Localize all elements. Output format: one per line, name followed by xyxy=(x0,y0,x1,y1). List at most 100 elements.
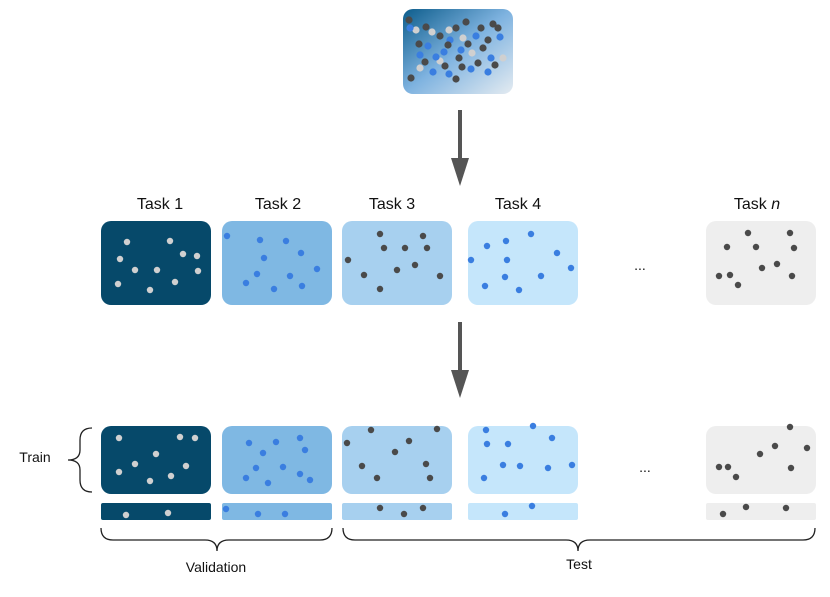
task-3-train-box xyxy=(342,426,452,494)
scatter-dot xyxy=(401,244,409,252)
source-dataset-dots xyxy=(405,16,507,83)
scatter-dot xyxy=(296,434,304,442)
scatter-dot xyxy=(462,18,470,26)
scatter-dot xyxy=(191,434,199,442)
scatter-dot xyxy=(171,278,179,286)
arrow-dataset-to-tasks xyxy=(451,110,469,186)
scatter-dot xyxy=(426,474,434,482)
task-4-holdout-strip xyxy=(468,503,578,520)
scatter-dot xyxy=(496,33,504,41)
scatter-dot xyxy=(116,255,124,263)
validation-brace xyxy=(100,527,333,552)
scatter-dot xyxy=(179,250,187,258)
scatter-dot xyxy=(411,261,419,269)
scatter-dot xyxy=(482,426,490,434)
scatter-dot xyxy=(726,271,734,279)
scatter-dot xyxy=(281,510,289,518)
scatter-dot xyxy=(502,237,510,245)
task-4-box xyxy=(468,221,578,305)
scatter-dot xyxy=(260,254,268,262)
scatter-dot xyxy=(279,463,287,471)
scatter-dot xyxy=(256,236,264,244)
scatter-dot xyxy=(568,461,576,469)
scatter-dot xyxy=(415,40,423,48)
scatter-dot xyxy=(424,42,432,50)
scatter-dot xyxy=(504,440,512,448)
scatter-dot xyxy=(282,237,290,245)
scatter-dot xyxy=(407,74,415,82)
scatter-dot xyxy=(788,272,796,280)
task-2-train-box xyxy=(222,426,332,494)
scatter-dot xyxy=(376,504,384,512)
scatter-dot xyxy=(483,440,491,448)
scatter-dot xyxy=(298,282,306,290)
scatter-dot xyxy=(501,510,509,518)
scatter-dot xyxy=(405,437,413,445)
scatter-dot xyxy=(787,464,795,472)
scatter-dot xyxy=(254,510,262,518)
scatter-dot xyxy=(758,264,766,272)
scatter-dot xyxy=(452,75,460,83)
task-3-holdout-strip xyxy=(342,503,452,520)
scatter-dot xyxy=(380,244,388,252)
scatter-dot xyxy=(423,244,431,252)
scatter-dot xyxy=(489,20,497,28)
splits-ellipsis: ... xyxy=(639,459,651,475)
scatter-dot xyxy=(744,229,752,237)
scatter-dot xyxy=(459,34,467,42)
scatter-dot xyxy=(723,243,731,251)
task-2-holdout-strip xyxy=(222,503,332,520)
scatter-dot xyxy=(264,479,272,487)
scatter-dot xyxy=(527,230,535,238)
scatter-dot xyxy=(416,51,424,59)
scatter-dot xyxy=(715,272,723,280)
scatter-dot xyxy=(771,442,779,450)
scatter-dot xyxy=(146,286,154,294)
scatter-dot xyxy=(567,264,575,272)
task-n-train-box xyxy=(706,426,816,494)
scatter-dot xyxy=(400,510,408,518)
scatter-dot xyxy=(152,450,160,458)
scatter-dot xyxy=(115,468,123,476)
scatter-dot xyxy=(480,474,488,482)
scatter-dot xyxy=(803,444,811,452)
scatter-dot xyxy=(474,59,482,67)
task-1-label: Task 1 xyxy=(137,196,183,213)
scatter-dot xyxy=(272,438,280,446)
scatter-dot xyxy=(786,229,794,237)
scatter-dot xyxy=(376,230,384,238)
scatter-dot xyxy=(419,232,427,240)
source-dataset xyxy=(403,9,513,94)
scatter-dot xyxy=(270,285,278,293)
scatter-dot xyxy=(440,48,448,56)
scatter-dot xyxy=(528,502,536,510)
scatter-dot xyxy=(194,267,202,275)
scatter-dot xyxy=(472,32,480,40)
scatter-dot xyxy=(455,54,463,62)
scatter-dot xyxy=(419,504,427,512)
scatter-dot xyxy=(732,473,740,481)
scatter-dot xyxy=(429,68,437,76)
scatter-dot xyxy=(358,462,366,470)
scatter-dot xyxy=(773,260,781,268)
scatter-dot xyxy=(373,474,381,482)
scatter-dot xyxy=(367,426,375,434)
scatter-dot xyxy=(421,58,429,66)
scatter-dot xyxy=(467,256,475,264)
scatter-dot xyxy=(457,46,465,54)
scatter-dot xyxy=(360,271,368,279)
task-3-box xyxy=(342,221,452,305)
scatter-dot xyxy=(501,273,509,281)
scatter-dot xyxy=(445,70,453,78)
scatter-dot xyxy=(252,464,260,472)
scatter-dot xyxy=(167,472,175,480)
scatter-dot xyxy=(406,24,414,32)
scatter-dot xyxy=(477,24,485,32)
tasks-ellipsis: ... xyxy=(634,257,646,273)
scatter-dot xyxy=(432,53,440,61)
scatter-dot xyxy=(391,448,399,456)
scatter-dot xyxy=(479,44,487,52)
scatter-dot xyxy=(393,266,401,274)
scatter-dot xyxy=(445,26,453,34)
